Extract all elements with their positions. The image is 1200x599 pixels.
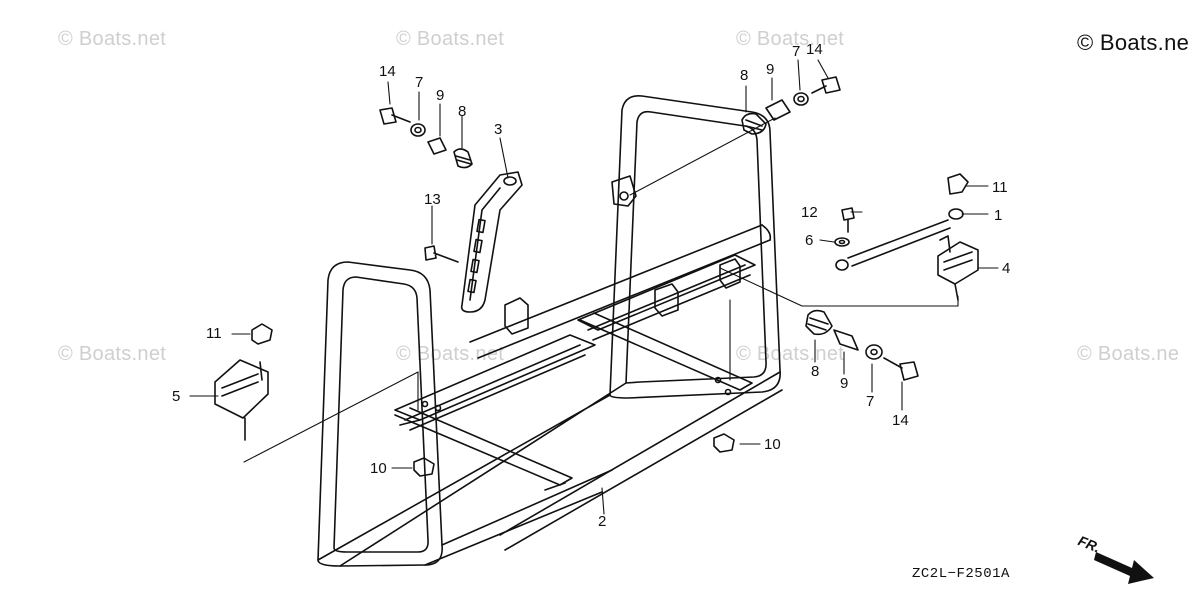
flange-nuts: [413, 433, 735, 477]
callout-14: 14: [806, 41, 823, 58]
watermark: © Boats.net: [58, 343, 167, 365]
engine-mount-left: [214, 323, 273, 441]
diagram-code: ZC2L−F2501A: [912, 566, 1010, 582]
callout-5: 5: [172, 388, 181, 405]
callout-8: 8: [458, 103, 467, 120]
watermark: © Boats.net: [396, 343, 505, 365]
watermark-corner: © Boats.ne: [1077, 30, 1190, 55]
callout-1: 1: [994, 207, 1003, 224]
callout-13: 13: [424, 191, 441, 208]
callout-9: 9: [766, 61, 775, 78]
callout-7: 7: [792, 43, 801, 60]
engine-mount-right: [937, 235, 979, 301]
watermark: © Boats.net: [736, 28, 845, 50]
leader-lines: [189, 59, 999, 515]
callout-10: 10: [370, 460, 387, 477]
watermark: © Boats.net: [736, 343, 845, 365]
callout-10: 10: [764, 436, 781, 453]
front-arrow-icon: [1094, 552, 1154, 584]
callout-11: 11: [992, 179, 1008, 196]
watermark: © Boats.net: [58, 28, 167, 50]
main-frame: [317, 94, 783, 567]
fastener-stack-left: [379, 107, 473, 169]
fastener-stack-right-top: [629, 76, 841, 196]
callout-9: 9: [436, 87, 445, 104]
callout-14: 14: [379, 63, 396, 80]
callout-2: 2: [598, 513, 607, 530]
callout-3: 3: [494, 121, 503, 138]
callout-11: 11: [206, 325, 222, 342]
callout-8: 8: [740, 67, 749, 84]
callout-4: 4: [1002, 260, 1011, 277]
callout-7: 7: [415, 74, 424, 91]
fuel-tank-bracket: [460, 171, 523, 313]
callout-9: 9: [840, 375, 849, 392]
callout-14: 14: [892, 412, 909, 429]
watermark: © Boats.ne: [1077, 343, 1180, 365]
callout-8: 8: [811, 363, 820, 380]
callout-12: 12: [801, 204, 818, 221]
fastener-stack-right-bottom: [805, 309, 919, 381]
bolt-13: [424, 245, 459, 263]
callout-6: 6: [805, 232, 814, 249]
watermark: © Boats.net: [396, 28, 505, 50]
ground-cable-assembly: [834, 173, 969, 271]
callout-7: 7: [866, 393, 875, 410]
